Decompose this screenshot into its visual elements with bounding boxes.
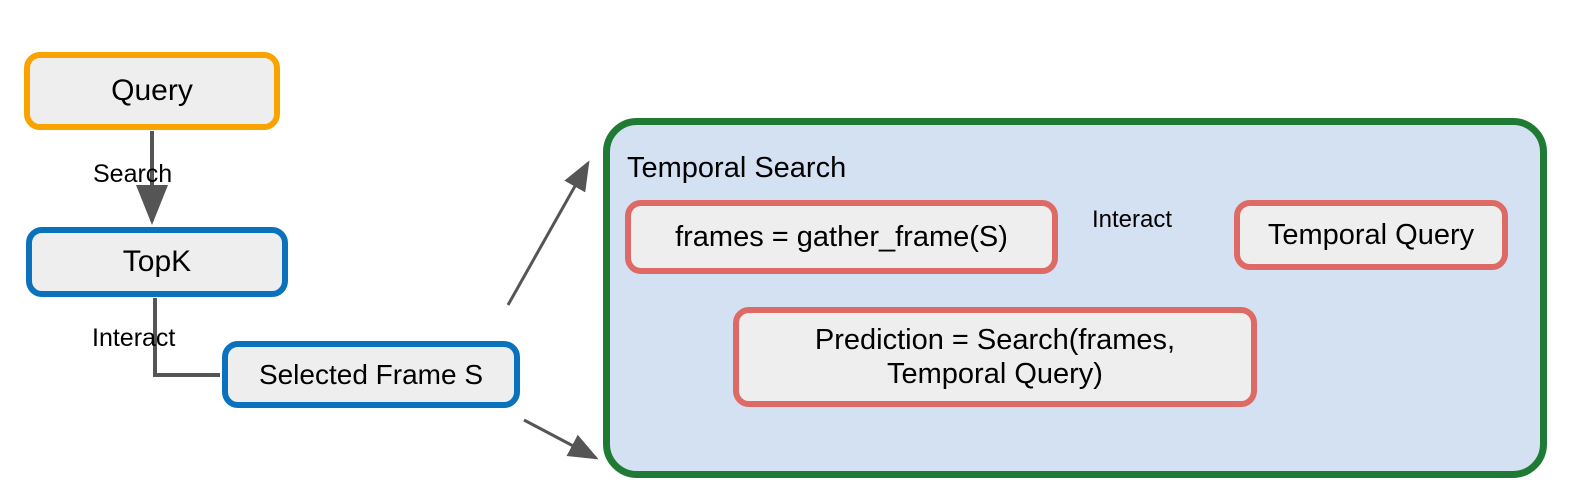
node-prediction[interactable]: Prediction = Search(frames, Temporal Que… bbox=[733, 307, 1257, 407]
edge-to-panel-upper bbox=[506, 160, 590, 306]
edge-label-interact-right: Interact bbox=[1092, 206, 1173, 233]
node-query[interactable]: Query bbox=[24, 52, 280, 130]
edge-to-panel-lower bbox=[523, 418, 599, 460]
edge-label-search: Search bbox=[93, 160, 173, 188]
node-frames-gather[interactable]: frames = gather_frame(S) bbox=[625, 200, 1058, 274]
node-selected-frame[interactable]: Selected Frame S bbox=[222, 341, 520, 408]
temporal-search-panel bbox=[603, 118, 1547, 478]
edge-label-interact-left: Interact bbox=[92, 324, 176, 352]
node-temporal-query[interactable]: Temporal Query bbox=[1234, 200, 1508, 270]
temporal-search-panel-title: Temporal Search bbox=[627, 152, 847, 184]
node-topk[interactable]: TopK bbox=[26, 227, 288, 297]
